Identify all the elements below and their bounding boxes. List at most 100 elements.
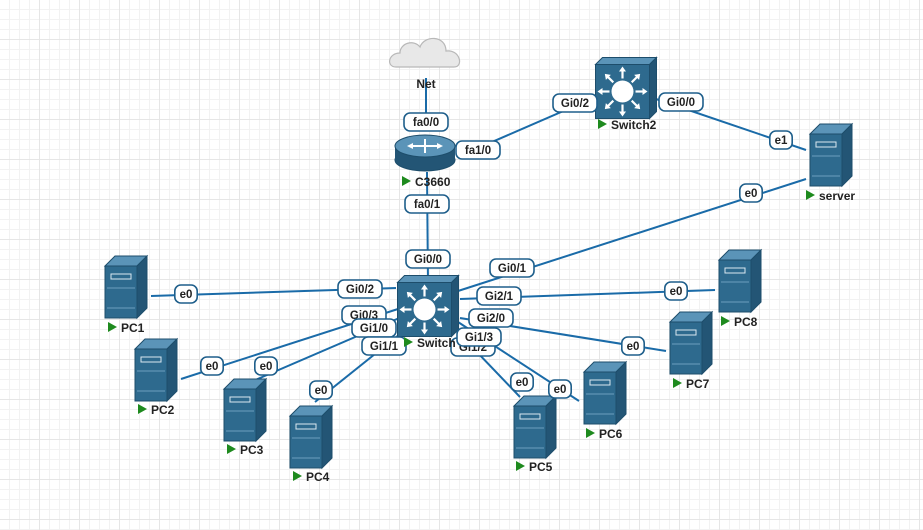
iface-c3660-fa0-1: fa0/1 <box>404 194 450 214</box>
node-label-pc6: PC6 <box>586 427 623 441</box>
iface-pc3-e0: e0 <box>254 356 279 376</box>
node-name-pc4: PC4 <box>306 470 330 484</box>
iface-pc4-e0: e0 <box>308 380 333 400</box>
switch-icon <box>396 274 460 338</box>
node-label-pc5: PC5 <box>516 460 553 474</box>
iface-c3660-fa0-0: fa0/0 <box>403 112 449 132</box>
node-server[interactable] <box>808 122 854 188</box>
server-icon <box>668 310 714 376</box>
iface-pc8-e0: e0 <box>663 281 688 301</box>
node-label-pc1: PC1 <box>108 321 145 335</box>
iface-pc7-e0: e0 <box>620 336 645 356</box>
iface-switch-Gi0-1-text: Gi0/1 <box>498 263 527 275</box>
iface-switch2-Gi0-0-text: Gi0/0 <box>667 97 695 109</box>
iface-switch-Gi1-1-text: Gi1/1 <box>370 341 399 353</box>
node-pc3[interactable] <box>222 377 268 443</box>
iface-server-e0-text: e0 <box>745 188 758 200</box>
node-name-pc6: PC6 <box>599 427 623 441</box>
iface-pc5-e0: e0 <box>509 372 534 392</box>
iface-pc3-e0-text: e0 <box>260 361 273 373</box>
node-label-pc2: PC2 <box>138 403 175 417</box>
server-icon <box>288 404 334 470</box>
node-name-pc3: PC3 <box>240 443 264 457</box>
iface-pc8-e0-text: e0 <box>670 286 683 298</box>
node-pc7[interactable] <box>668 310 714 376</box>
running-icon <box>721 316 730 326</box>
node-pc2[interactable] <box>133 337 179 403</box>
server-icon <box>808 122 854 188</box>
node-name-pc8: PC8 <box>734 315 758 329</box>
node-switch2[interactable] <box>594 56 658 120</box>
iface-c3660-fa1-0: fa1/0 <box>455 140 501 160</box>
running-icon <box>293 471 302 481</box>
running-icon <box>138 404 147 414</box>
node-c3660[interactable] <box>394 134 456 172</box>
node-name-switch: Switch <box>417 336 456 350</box>
iface-switch-Gi1-3-text: Gi1/3 <box>465 332 493 344</box>
running-icon <box>673 378 682 388</box>
node-label-pc4: PC4 <box>293 470 330 484</box>
iface-switch-Gi0-2: Gi0/2 <box>337 279 383 299</box>
cloud-icon <box>389 37 461 68</box>
running-icon <box>108 322 117 332</box>
iface-switch-Gi1-1: Gi1/1 <box>361 336 407 356</box>
iface-server-e1-text: e1 <box>775 135 788 147</box>
node-pc6[interactable] <box>582 360 628 426</box>
running-icon <box>598 119 607 129</box>
iface-pc5-e0-text: e0 <box>516 377 529 389</box>
running-icon <box>516 461 525 471</box>
running-icon <box>227 444 236 454</box>
node-name-net: Net <box>416 77 435 91</box>
node-label-c3660: C3660 <box>402 175 451 189</box>
iface-switch-Gi1-0: Gi1/0 <box>351 318 397 338</box>
node-net[interactable] <box>389 37 461 68</box>
iface-server-e0: e0 <box>738 183 763 203</box>
node-label-switch: Switch <box>404 336 456 350</box>
node-pc1[interactable] <box>103 254 149 320</box>
node-pc4[interactable] <box>288 404 334 470</box>
node-pc5[interactable] <box>512 394 558 460</box>
node-name-pc1: PC1 <box>121 321 145 335</box>
iface-c3660-fa0-0-text: fa0/0 <box>413 117 439 129</box>
iface-switch-Gi2-0: Gi2/0 <box>468 308 514 328</box>
iface-switch2-Gi0-2: Gi0/2 <box>552 93 598 113</box>
router-icon <box>394 134 456 172</box>
iface-pc4-e0-text: e0 <box>315 385 328 397</box>
iface-switch-Gi0-0: Gi0/0 <box>405 249 451 269</box>
iface-switch-Gi2-1-text: Gi2/1 <box>485 291 514 303</box>
iface-switch-Gi1-3: Gi1/3 <box>456 327 502 347</box>
iface-pc1-e0: e0 <box>174 284 199 304</box>
node-name-pc2: PC2 <box>151 403 175 417</box>
server-icon <box>582 360 628 426</box>
node-name-c3660: C3660 <box>415 175 451 189</box>
node-pc8[interactable] <box>717 248 763 314</box>
node-label-server: server <box>806 189 855 203</box>
node-name-pc7: PC7 <box>686 377 710 391</box>
iface-switch2-Gi0-2-text: Gi0/2 <box>561 98 589 110</box>
running-icon <box>404 337 413 347</box>
iface-pc6-e0: e0 <box>547 379 572 399</box>
server-icon <box>103 254 149 320</box>
node-label-pc3: PC3 <box>227 443 264 457</box>
iface-switch-Gi2-1: Gi2/1 <box>476 286 522 306</box>
server-icon <box>222 377 268 443</box>
node-label-switch2: Switch2 <box>598 118 657 132</box>
node-name-switch2: Switch2 <box>611 118 657 132</box>
iface-switch2-Gi0-0: Gi0/0 <box>658 92 704 112</box>
node-label-pc7: PC7 <box>673 377 710 391</box>
switch-icon <box>594 56 658 120</box>
iface-switch-Gi0-2-text: Gi0/2 <box>346 284 374 296</box>
iface-c3660-fa1-0-text: fa1/0 <box>465 145 491 157</box>
iface-pc2-e0: e0 <box>200 356 225 376</box>
iface-switch-Gi2-0-text: Gi2/0 <box>477 313 505 325</box>
node-label-net: Net <box>416 77 435 91</box>
iface-switch-Gi0-1: Gi0/1 <box>489 258 535 278</box>
server-icon <box>512 394 558 460</box>
running-icon <box>806 190 815 200</box>
node-name-pc5: PC5 <box>529 460 553 474</box>
server-icon <box>717 248 763 314</box>
running-icon <box>586 428 595 438</box>
running-icon <box>402 176 411 186</box>
node-switch[interactable] <box>396 274 460 338</box>
